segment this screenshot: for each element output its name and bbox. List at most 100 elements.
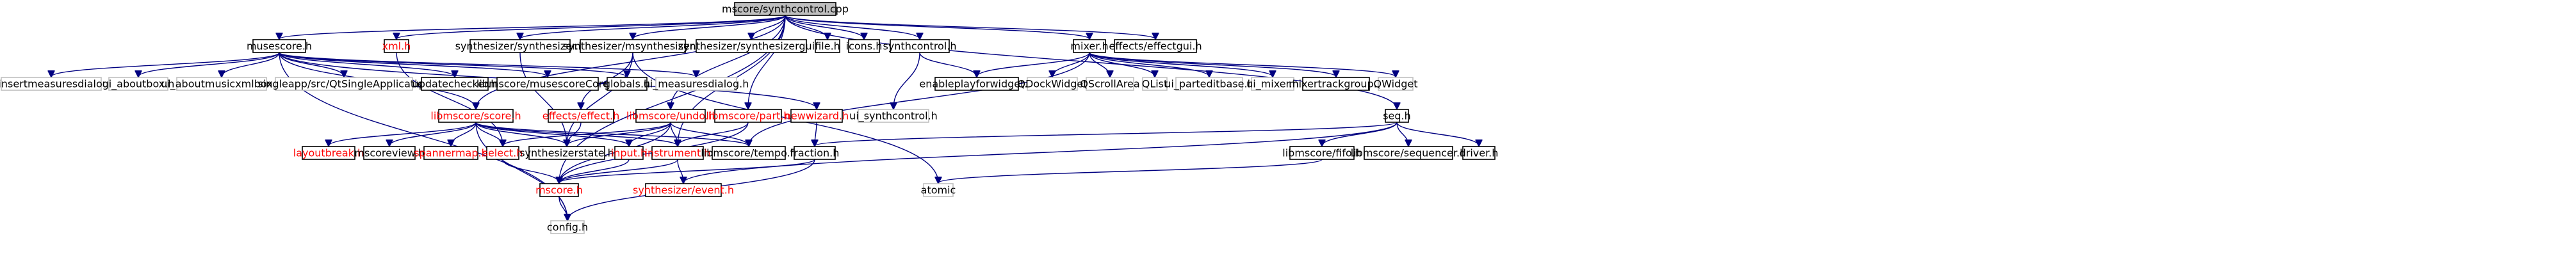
edge-seq_h-to-fifo_h — [1322, 122, 1398, 146]
node-label: libmscore/part.h — [706, 110, 790, 122]
node-fifo-h[interactable]: libmscore/fifo.h — [1282, 146, 1362, 160]
node-seq-h[interactable]: seq.h — [1383, 109, 1411, 123]
node-synthesizer-h[interactable]: synthesizer/synthesizer.h — [455, 39, 585, 53]
edge-score_h-to-instrument_h — [475, 122, 678, 146]
node-ui-parteditbase-h: ui_parteditbase.h — [1164, 77, 1254, 91]
node-box — [550, 220, 585, 234]
edge-fifo_h-to-atomic — [938, 159, 1323, 183]
node-box — [890, 39, 950, 53]
edge-mixer_h-to-qscrollarea — [1089, 52, 1110, 77]
edge-synthesizer_h-to-synthesizerstate_h — [519, 52, 567, 146]
node-event-h[interactable]: synthesizer/event.h — [633, 183, 734, 197]
node-ui-measuresdialog-h: ui_measuresdialog.h — [644, 77, 749, 91]
node-box — [651, 146, 704, 160]
node-label: select.h — [483, 147, 523, 159]
node-box — [421, 77, 489, 91]
node-box — [696, 39, 807, 53]
node-box — [275, 77, 413, 91]
node-mscoreview-h[interactable]: mscoreview.h — [354, 146, 425, 160]
edge-undo_h-to-input_h — [629, 122, 671, 146]
node-label: mixertrackgroup.h — [1289, 78, 1383, 90]
edge-synthcontrol_h-to-ui_synthcontrol_h — [893, 52, 920, 109]
edge-mixer_h-to-enableplayforwidget_h — [977, 52, 1090, 77]
node-box — [1027, 77, 1078, 91]
edge-seq_h-to-event_h — [683, 122, 1398, 183]
node-icons-h[interactable]: icons.h — [846, 39, 883, 53]
node-enableplayforwidget-h[interactable]: enableplayforwidget.h — [919, 77, 1034, 91]
node-mixertrackgroup-h[interactable]: mixertrackgroup.h — [1289, 77, 1383, 91]
edge-musescore_h-to-ui_aboutbox_h — [138, 52, 280, 77]
node-globals-h[interactable]: globals.h — [604, 77, 650, 91]
edge-score_h-to-input_h — [475, 122, 629, 146]
node-qscrollarea: QScrollArea — [1080, 77, 1140, 91]
node-label: globals.h — [604, 78, 650, 90]
node-label: input.h — [611, 147, 647, 159]
node-driver-h[interactable]: driver.h — [1460, 146, 1499, 160]
node-box — [496, 77, 599, 91]
node-tempo-h[interactable]: libmscore/tempo.h — [701, 146, 797, 160]
edge-musescore_h-to-ui_measuresdialog_h — [279, 52, 696, 77]
node-synthcontrol-cpp[interactable]: mscore/synthcontrol.cpp — [722, 2, 849, 16]
node-newwizard-h[interactable]: newwizard.h — [785, 109, 849, 123]
node-updatechecker-h[interactable]: updatechecker.h — [412, 77, 498, 91]
node-effect-h[interactable]: effects/effect.h — [542, 109, 620, 123]
node-layer: mscore/synthcontrol.cpp musescore.h xml.h s… — [0, 2, 1499, 234]
node-box — [1086, 77, 1134, 91]
node-input-h[interactable]: input.h — [611, 146, 647, 160]
node-synthcontrol-h[interactable]: synthcontrol.h — [883, 39, 957, 53]
node-undo-h[interactable]: libmscore/undo.h — [626, 109, 715, 123]
node-atomic: atomic — [921, 183, 956, 197]
node-label: mscoreview.h — [354, 147, 424, 159]
edge-undo_h-to-select_h — [503, 122, 671, 146]
node-label: libmscore/tempo.h — [701, 147, 797, 159]
node-effectgui-h[interactable]: effects/effectgui.h — [1109, 39, 1202, 53]
node-box — [1073, 39, 1106, 53]
node-qlist: QList — [1142, 77, 1168, 91]
edge-synthcontrol_h-to-enableplayforwidget_h — [919, 52, 977, 77]
edge-score_h-to-spannermap_h — [451, 122, 477, 146]
node-spannermap-h[interactable]: spannermap.h — [414, 146, 488, 160]
node-label: libmscore/musescoreCore.h — [477, 78, 619, 90]
node-sequencer-h[interactable]: libmscore/sequencer.h — [1351, 146, 1466, 160]
node-synthesizergui-h[interactable]: synthesizer/synthesizergui.h — [678, 39, 825, 53]
node-score-h[interactable]: libmscore/score.h — [430, 109, 521, 123]
node-file-h[interactable]: file.h — [815, 39, 840, 53]
node-mixer-h[interactable]: mixer.h — [1070, 39, 1109, 53]
node-label: libmscore/score.h — [430, 110, 521, 122]
node-label: fraction.h — [790, 147, 840, 159]
node-box — [607, 77, 648, 91]
node-synthesizerstate-h[interactable]: synthesizerstate.h — [519, 146, 614, 160]
node-fraction-h[interactable]: fraction.h — [790, 146, 840, 160]
node-xml-h[interactable]: xml.h — [382, 39, 411, 53]
node-msynthesizer-h[interactable]: synthesizer/msynthesizer.h — [563, 39, 703, 53]
node-label: icons.h — [846, 40, 883, 52]
edge-mixer_h-to-ui_mixer_h — [1089, 52, 1273, 77]
edge-seq_h-to-sequencer_h — [1396, 122, 1408, 146]
node-musescorecore-h[interactable]: libmscore/musescoreCore.h — [477, 77, 619, 91]
edge-mscore_h-to-config_h — [558, 196, 567, 220]
edge-synthcontrol_cpp-to-musescore_h — [279, 15, 786, 39]
node-label: atomic — [921, 184, 956, 196]
node-box — [712, 146, 786, 160]
edge-mixer_h-to-tempo_h — [749, 52, 1090, 146]
node-musescore-h[interactable]: musescore.h — [247, 39, 312, 53]
edge-synthcontrol_cpp-to-undo_h — [671, 15, 786, 109]
node-instrument-h[interactable]: instrument.h — [645, 146, 711, 160]
node-box — [108, 77, 168, 91]
edge-xml_h-to-select_h — [396, 52, 503, 146]
node-layoutbreak-h[interactable]: layoutbreak.h — [293, 146, 364, 160]
node-ui-aboutmusicxmlbox-h: ui_aboutmusicxmlbox.h — [161, 77, 282, 91]
node-label: ui_mixer.h — [1246, 78, 1299, 91]
node-label: mscore/synthcontrol.cpp — [722, 3, 849, 15]
node-select-h[interactable]: select.h — [483, 146, 523, 160]
node-box — [1175, 77, 1243, 91]
node-label: effects/effectgui.h — [1109, 40, 1202, 52]
edge-score_h-to-synthesizerstate_h — [475, 122, 567, 146]
node-box — [1462, 146, 1496, 160]
node-part-h[interactable]: libmscore/part.h — [706, 109, 790, 123]
edge-score_h-to-tempo_h — [475, 122, 749, 146]
node-mscore-h[interactable]: mscore.h — [535, 183, 583, 197]
edge-musescore_h-to-musescorecore_h — [279, 52, 548, 77]
edge-select_h-to-mscore_h — [502, 159, 559, 183]
node-label: synthesizer/msynthesizer.h — [563, 40, 703, 52]
